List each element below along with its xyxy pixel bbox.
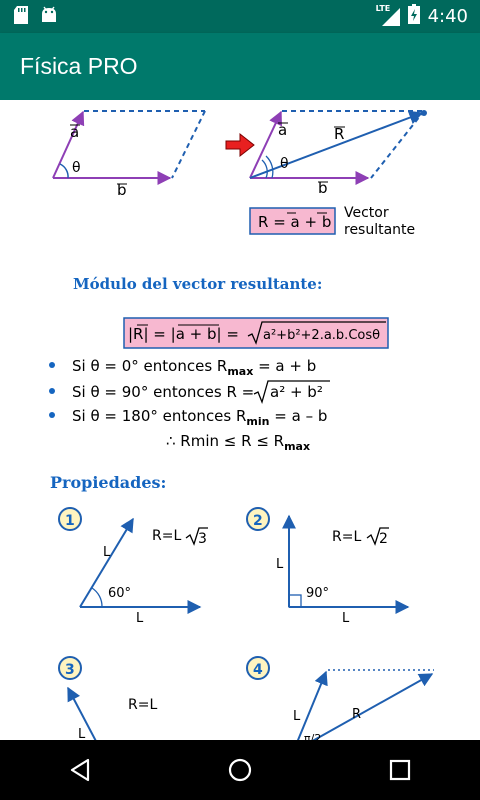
property-2-number: 2: [253, 513, 263, 529]
property-4-side1: L: [293, 709, 301, 724]
modulo-formula-root: a²+b²+2.a.b.Cosθ: [263, 328, 380, 343]
property-2-root: 2: [379, 531, 388, 547]
app-title: Física PRO: [20, 53, 138, 79]
property-3: 3 R=L L: [58, 656, 157, 740]
physics-diagram: a b θ a R b θ: [49, 110, 434, 740]
resultant-formula: R = a + b: [258, 213, 331, 231]
caption-resultante: resultante: [344, 222, 415, 238]
sd-card-icon: [14, 5, 28, 28]
back-button[interactable]: [50, 740, 110, 800]
recents-button[interactable]: [370, 740, 430, 800]
property-3-side1: L: [78, 727, 86, 740]
property-4-angle: π/2: [304, 732, 321, 740]
modulo-heading: Módulo del vector resultante:: [73, 275, 322, 293]
property-2: 2 R=L 2 L L 90°: [246, 507, 410, 626]
modulo-formula-left: |R| = |a + b| =: [128, 325, 239, 343]
d1-label-theta: θ: [72, 160, 81, 176]
d1-label-b: b: [117, 181, 127, 199]
d2-label-b: b: [318, 179, 328, 197]
content-image: a b θ a R b θ: [0, 100, 480, 740]
battery-icon: [407, 4, 420, 29]
clock: 4:40: [427, 6, 468, 27]
diagram-resultant: a R b θ: [249, 110, 427, 197]
cases-list: Si θ = 0° entonces Rmax = a + b Si θ = 9…: [49, 357, 330, 453]
case-3: Si θ = 180° entonces Rmin = a – b: [72, 407, 327, 428]
property-2-side1: L: [276, 557, 284, 572]
property-1-root: 3: [198, 531, 207, 547]
caption-vector: Vector: [344, 205, 389, 221]
property-1-number: 1: [65, 513, 75, 529]
property-4-side2: R: [352, 707, 361, 722]
navigation-bar: [0, 740, 480, 800]
modulo-formula-box: |R| = |a + b| = a²+b²+2.a.b.Cosθ: [123, 317, 389, 349]
app-bar: Física PRO: [0, 33, 480, 100]
property-1: 1 R=L 3 L L 60°: [58, 507, 208, 626]
property-3-result: R=L: [128, 697, 157, 713]
property-1-angle: 60°: [108, 586, 131, 601]
case-2: Si θ = 90° entonces R =: [72, 383, 254, 401]
case-1: Si θ = 0° entonces Rmax = a + b: [72, 357, 316, 378]
property-4: 4 L R π/2: [246, 656, 434, 740]
status-bar: LTE 4:40: [0, 0, 480, 33]
recents-icon: [389, 759, 411, 781]
inequality: ∴ Rmin ≤ R ≤ Rmax: [166, 432, 310, 453]
d2-label-R: R: [334, 125, 344, 143]
android-icon: [40, 6, 58, 28]
signal-icon: LTE: [376, 4, 400, 26]
property-1-result: R=L: [152, 528, 181, 544]
propiedades-heading: Propiedades:: [50, 473, 166, 492]
property-4-number: 4: [253, 662, 263, 678]
diagram-parallelogram: a b θ: [52, 110, 206, 199]
home-button[interactable]: [210, 740, 270, 800]
property-2-angle: 90°: [306, 586, 329, 601]
d2-label-theta: θ: [280, 156, 289, 172]
case-2-root: a² + b²: [270, 383, 323, 401]
property-3-number: 3: [65, 662, 75, 678]
property-2-side2: L: [342, 611, 350, 626]
red-arrow-icon: [225, 132, 255, 158]
home-icon: [228, 758, 252, 782]
property-2-result: R=L: [332, 529, 361, 545]
property-1-side2: L: [136, 611, 144, 626]
d1-label-a: a: [70, 123, 79, 141]
resultant-formula-box: R = a + b Vector resultante: [249, 205, 415, 238]
d2-label-a: a: [278, 121, 287, 139]
property-1-side1: L: [103, 545, 111, 560]
back-icon: [70, 758, 90, 782]
network-type: LTE: [375, 3, 391, 13]
